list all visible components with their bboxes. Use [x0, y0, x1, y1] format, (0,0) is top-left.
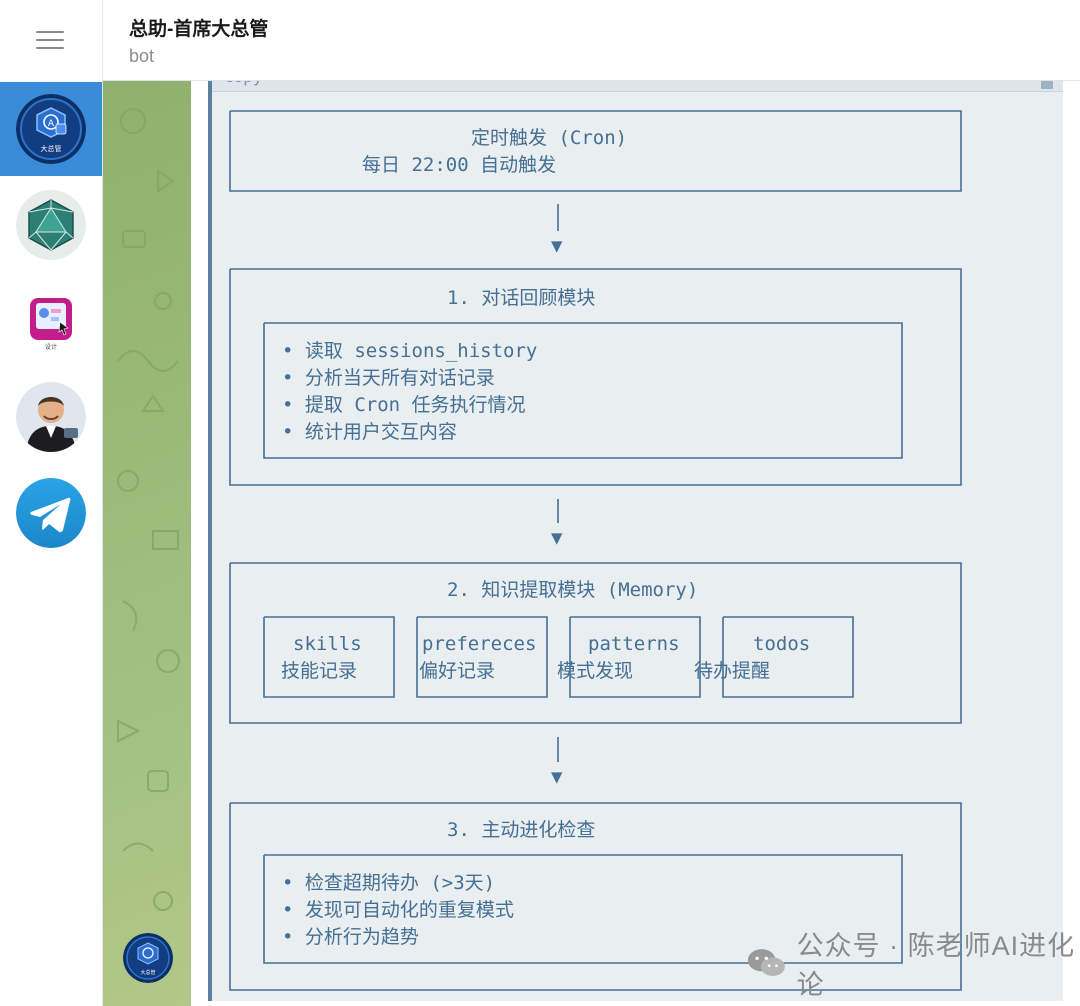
wallpaper-doodles — [117, 108, 180, 962]
chat-item-crystal[interactable] — [0, 178, 102, 272]
sender-avatar-icon[interactable]: 大总管 — [123, 933, 173, 983]
module1-item-1: • 读取 sessions_history — [282, 340, 537, 362]
skills-label: skills — [293, 633, 362, 655]
module3-item-1: • 检查超期待办 (>3天) — [282, 872, 495, 894]
chat-header: 总助-首席大总管 bot — [103, 0, 1080, 81]
module3-title: 3. 主动进化检查 — [447, 819, 595, 841]
watermark: 公众号 · 陈老师AI进化论 — [746, 931, 1080, 1000]
chat-subtitle: bot — [129, 46, 155, 66]
arrow-glyph: ▼ — [551, 235, 563, 257]
design-app-icon: 设计 — [16, 286, 86, 356]
svg-text:A: A — [48, 119, 55, 129]
chat-item-person[interactable] — [0, 370, 102, 464]
robot-avatar-icon: A 大总管 — [16, 94, 86, 164]
module2-title: 2. 知识提取模块 (Memory) — [447, 579, 698, 601]
module1-title: 1. 对话回顾模块 — [447, 287, 595, 309]
prefereces-desc: 偏好记录 — [419, 660, 495, 682]
chat-item-dazongguan[interactable]: A 大总管 — [0, 82, 102, 176]
cron-box: 定时触发 (Cron) 每日 22:00 自动触发 — [229, 110, 962, 192]
arrow-glyph: ▼ — [551, 766, 563, 788]
svg-text:大总管: 大总管 — [140, 969, 155, 976]
arrow-1: ▼ — [551, 204, 563, 257]
icosahedron-icon — [16, 190, 86, 260]
menu-icon — [36, 31, 64, 33]
module2-box: 2. 知识提取模块 (Memory) skills 技能记录 preferece… — [229, 562, 962, 724]
svg-text:设计: 设计 — [45, 343, 57, 351]
arrow-3: ▼ — [551, 737, 563, 788]
arrow-2: ▼ — [551, 499, 563, 549]
chat-background: copy 定时触发 (Cron) 每日 22:00 自动触发 ▼ 1. 对话回 — [103, 81, 1080, 1006]
chat-item-telegram[interactable] — [0, 466, 102, 560]
wechat-icon — [747, 949, 785, 976]
module1-item-3: • 提取 Cron 任务执行情况 — [282, 394, 526, 416]
menu-button[interactable] — [0, 0, 102, 80]
module1-item-4: • 统计用户交互内容 — [282, 421, 457, 443]
module3-item-2: • 发现可自动化的重复模式 — [282, 899, 514, 921]
prefereces-label: prefereces — [422, 633, 536, 655]
code-block-header: copy — [212, 81, 1063, 92]
skills-desc: 技能记录 — [281, 660, 357, 682]
chat-item-design[interactable]: 设计 — [0, 274, 102, 368]
message-bubble: copy 定时触发 (Cron) 每日 22:00 自动触发 ▼ 1. 对话回 — [191, 81, 1080, 1006]
menu-icon-bar — [36, 47, 64, 49]
cron-title: 定时触发 (Cron) — [471, 127, 627, 149]
chat-list: A 大总管 设计 — [0, 0, 103, 1006]
copy-label[interactable]: copy — [224, 81, 263, 86]
person-avatar-icon — [16, 382, 86, 452]
telegram-icon — [16, 478, 86, 548]
arrow-glyph: ▼ — [551, 527, 563, 549]
chat-title[interactable]: 总助-首席大总管 — [129, 19, 269, 40]
watermark-text: 公众号 · 陈老师AI进化论 — [796, 931, 1076, 1000]
module3-item-3: • 分析行为趋势 — [282, 926, 419, 948]
module1-box: 1. 对话回顾模块 • 读取 sessions_history • 分析当天所有… — [229, 268, 962, 486]
todos-desc: 待办提醒 — [694, 660, 770, 682]
menu-icon-bar — [36, 39, 64, 41]
module1-item-2: • 分析当天所有对话记录 — [282, 367, 495, 389]
module3-box: 3. 主动进化检查 • 检查超期待办 (>3天) • 发现可自动化的重复模式 •… — [229, 802, 962, 991]
todos-label: todos — [753, 633, 810, 655]
flow-diagram: 定时触发 (Cron) 每日 22:00 自动触发 ▼ 1. 对话回顾模块 • … — [229, 110, 962, 991]
patterns-desc: 模式发现 — [557, 660, 633, 682]
svg-text:大总管: 大总管 — [41, 144, 62, 153]
cron-desc: 每日 22:00 自动触发 — [362, 154, 556, 176]
patterns-label: patterns — [588, 633, 680, 655]
copy-icon[interactable] — [1041, 81, 1053, 89]
code-block[interactable]: copy 定时触发 (Cron) 每日 22:00 自动触发 ▼ 1. 对话回 — [208, 81, 1063, 1001]
